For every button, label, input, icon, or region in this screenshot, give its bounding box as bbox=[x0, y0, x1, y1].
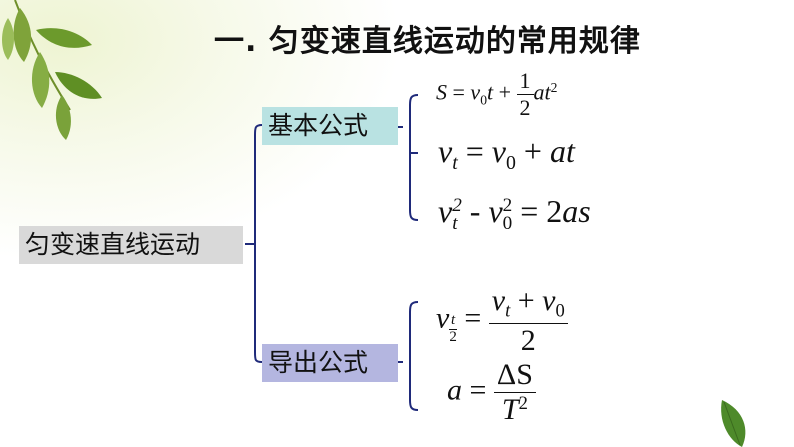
basic-formulas-node: 基本公式 bbox=[262, 107, 398, 145]
velocity-formula: vt = v0 + at bbox=[438, 133, 575, 174]
root-node: 匀变速直线运动 bbox=[19, 226, 243, 264]
leaf-branch-icon bbox=[2, 0, 102, 140]
page-title: 一. 匀变速直线运动的常用规律 bbox=[214, 24, 641, 59]
derived-formulas-node: 导出公式 bbox=[262, 344, 398, 382]
